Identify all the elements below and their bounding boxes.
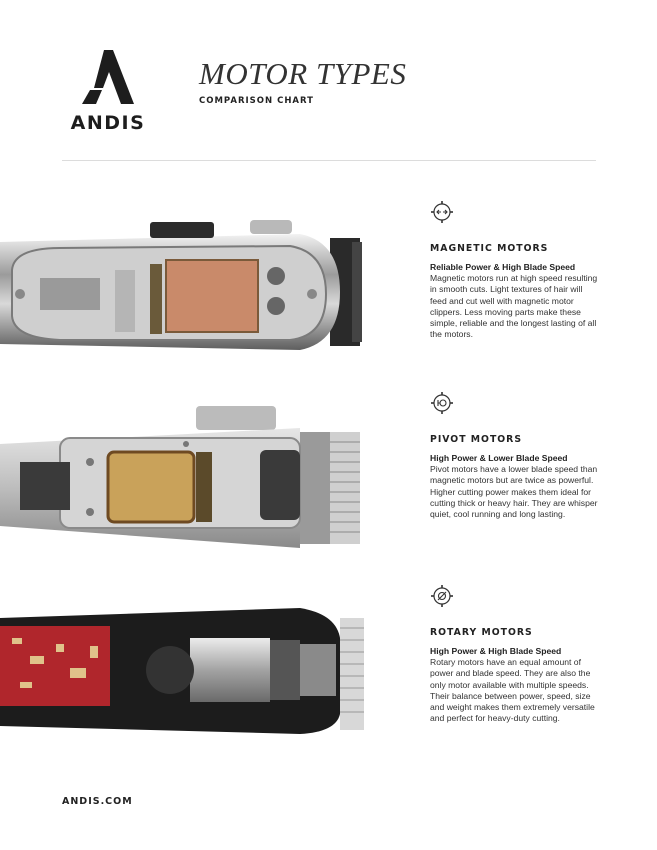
- rotary-motor-image: [0, 604, 370, 738]
- website-link[interactable]: ANDIS.COM: [62, 796, 133, 807]
- andis-logo-mark: [82, 50, 134, 104]
- section-title: ROTARY MOTORS: [430, 627, 533, 638]
- section-body: Pivot motors have a lower blade speed th…: [430, 464, 598, 520]
- page-title: MOTOR TYPES: [199, 56, 407, 91]
- header-divider: [62, 160, 596, 161]
- magnetic-motor-icon: [431, 201, 453, 223]
- section-subtitle: High Power & Lower Blade Speed: [430, 453, 568, 463]
- section-body: Magnetic motors run at high speed result…: [430, 273, 598, 340]
- rotary-motors-section: ROTARY MOTORS High Power & High Blade Sp…: [430, 584, 600, 725]
- pivot-motor-icon: [431, 392, 453, 414]
- rotary-motor-icon: [431, 585, 453, 607]
- magnetic-motor-image: [0, 212, 370, 362]
- section-subtitle: High Power & High Blade Speed: [430, 646, 562, 656]
- section-title: MAGNETIC MOTORS: [430, 243, 549, 254]
- pivot-motors-section: PIVOT MOTORS High Power & Lower Blade Sp…: [430, 391, 600, 520]
- pivot-motor-image: [0, 402, 370, 552]
- page-subtitle: COMPARISON CHART: [199, 96, 314, 106]
- section-title: PIVOT MOTORS: [430, 434, 523, 445]
- section-subtitle: Reliable Power & High Blade Speed: [430, 262, 576, 272]
- section-body: Rotary motors have an equal amount of po…: [430, 657, 595, 724]
- magnetic-motors-section: MAGNETIC MOTORS Reliable Power & High Bl…: [430, 200, 600, 341]
- brand-name: ANDIS: [70, 112, 146, 134]
- andis-logo: ANDIS: [62, 50, 154, 134]
